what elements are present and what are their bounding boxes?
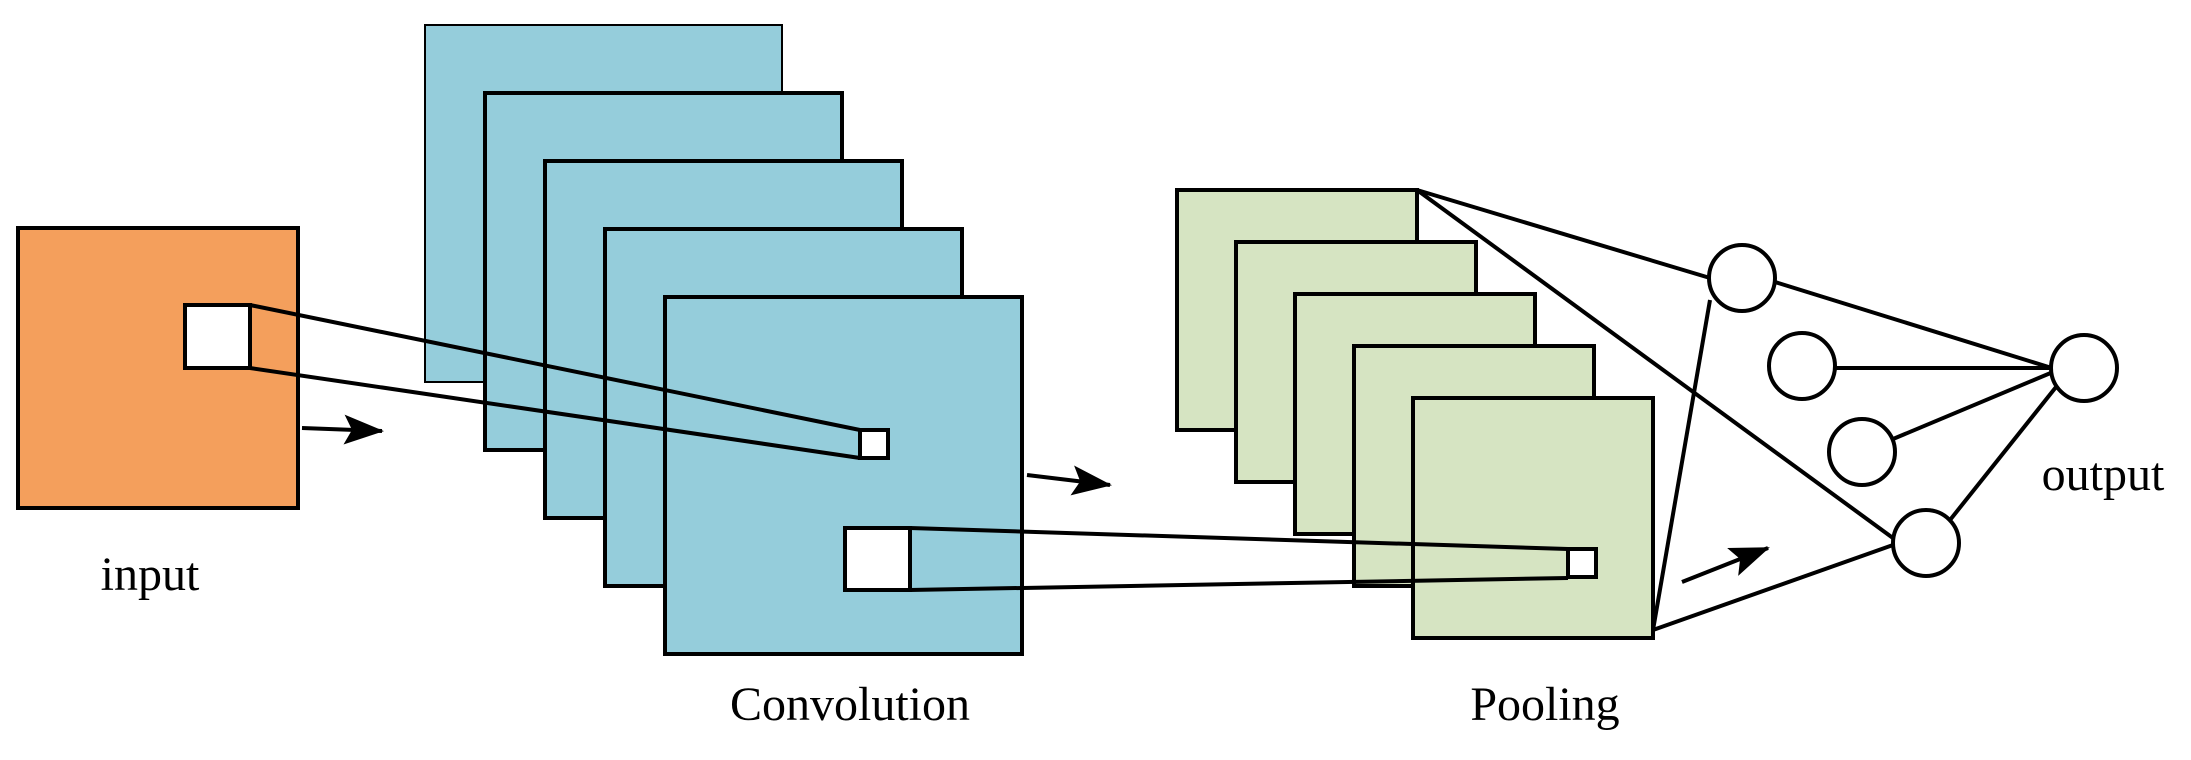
pooling-label: Pooling: [1470, 678, 1619, 731]
output-label: output: [2042, 448, 2165, 501]
pool-to-fc-arrow: [1681, 546, 1770, 584]
pool-output-unit: [1566, 547, 1598, 579]
hidden-neuron: [1891, 508, 1961, 578]
pool-map-5: [1411, 396, 1655, 640]
hidden-neuron: [1767, 331, 1837, 401]
conv-projection-line-top: [909, 526, 1569, 551]
conv-to-pool-arrow: [1026, 465, 1112, 496]
fc-line: [1416, 188, 1711, 280]
conv-projection-line-bottom: [909, 576, 1569, 592]
pooling-stack: [1175, 188, 1655, 640]
output-neuron: [2049, 333, 2119, 403]
input-projection-line-bottom: [249, 366, 861, 460]
input-projection-line-top: [249, 303, 861, 432]
convolution-stack: [424, 24, 1024, 656]
input-label: input: [101, 548, 200, 601]
conv-receptive-patch: [843, 526, 912, 592]
fc-line: [1652, 543, 1894, 632]
convolution-label: Convolution: [730, 678, 970, 731]
conv-output-unit: [858, 428, 890, 460]
fc-line: [1948, 380, 2062, 522]
hidden-neuron: [1827, 417, 1897, 487]
fc-line: [1651, 299, 1712, 631]
input-to-conv-arrow: [301, 414, 384, 445]
hidden-neuron: [1707, 243, 1777, 313]
conv-map-5: [663, 295, 1024, 656]
fc-line: [1415, 188, 1899, 543]
fc-line: [1774, 280, 2056, 371]
fc-neurons: [1707, 243, 2119, 578]
input-receptive-patch: [183, 303, 252, 370]
